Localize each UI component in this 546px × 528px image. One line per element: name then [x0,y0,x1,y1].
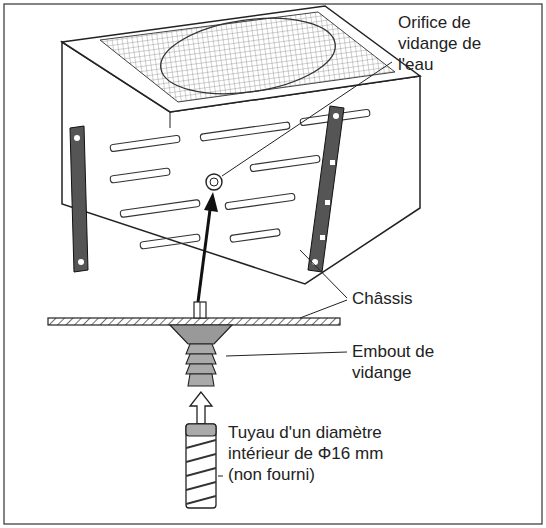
slot [225,193,295,210]
leader-line [300,300,347,318]
fan-grille [100,12,395,102]
foot-square [325,200,330,205]
drain-hole-inner [210,178,218,186]
thread-ring [188,374,214,386]
slot [120,199,200,217]
drain-nub [194,302,206,318]
tube-end [186,424,216,436]
drain-hole [206,174,222,190]
drain-elbow-thread [186,344,216,386]
tube-helix [186,440,216,504]
foot-square [320,235,325,240]
drain-elbow-flange [170,325,232,344]
leader-line [300,250,347,298]
leader-line [222,62,392,176]
thread-ring [186,354,216,364]
foot [70,126,88,272]
helix-line [186,482,216,490]
fan-outline [156,8,340,104]
thread-ring [186,344,216,354]
slot [110,168,170,183]
leader-lines [218,62,392,476]
grille-face [62,6,420,112]
helix-line [186,454,216,462]
helix-line [186,468,216,476]
thread-ring [186,364,216,374]
slot [250,155,320,172]
label-text: Orifice de vidange de l'eau [398,12,498,75]
helix-line [186,440,216,448]
slot [200,122,290,141]
part-label: Châssis [352,288,492,309]
helix-line [186,496,216,504]
arrow-head [204,192,218,212]
tube-body [186,424,216,508]
foot-square [330,160,335,165]
chassis-section [48,318,340,325]
slot [230,229,280,243]
mounting-feet [70,106,344,272]
leader-line [226,352,347,356]
nub-slit [200,302,201,318]
slot [110,135,180,152]
slot [140,234,200,249]
foot-hole [333,113,339,119]
part-label: Tuyau d'un diamètre intérieur de Φ16 mm … [228,422,408,485]
foot-hole [74,135,80,141]
assembly-arrow [198,202,211,302]
insert-arrow [190,392,212,424]
foot [308,106,344,272]
foot-hole [78,259,84,265]
body-edge [170,112,171,128]
tube [186,424,216,508]
leader-line [218,476,223,477]
frame [4,4,542,524]
foot-hole [312,259,318,265]
part-label: Embout de vidange [352,341,472,383]
